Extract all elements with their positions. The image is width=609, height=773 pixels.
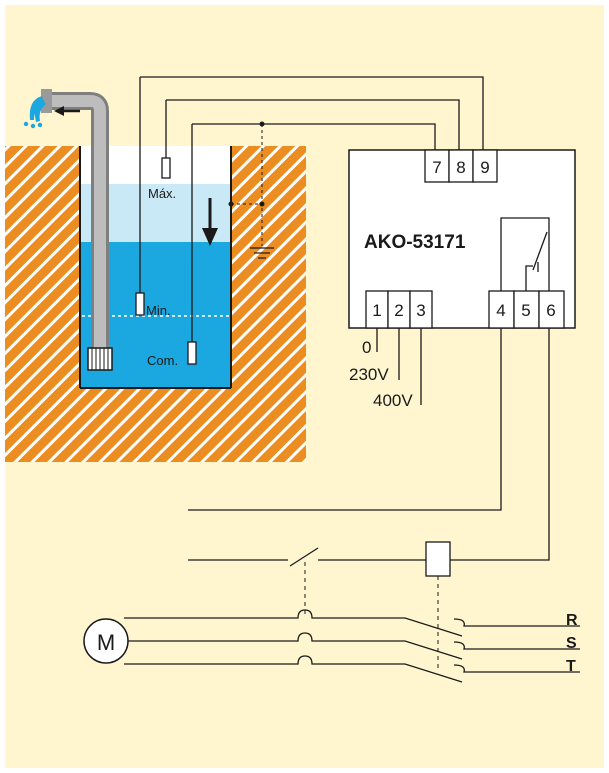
terminal-1: 1 — [372, 301, 381, 320]
phase-r: R — [566, 612, 578, 629]
terminal-5: 5 — [521, 301, 530, 320]
probe-com — [187, 124, 197, 365]
label-min: Min. — [146, 303, 171, 318]
terminal-7: 7 — [432, 158, 441, 177]
terminal-4: 4 — [496, 301, 505, 320]
discharge-pipe — [41, 89, 109, 354]
phase-t: T — [566, 658, 576, 675]
probe-min — [135, 77, 145, 316]
label-max: Máx. — [148, 186, 176, 201]
terminal-2: 2 — [394, 301, 403, 320]
label-400v: 400V — [373, 391, 413, 410]
mechanical-links — [304, 562, 439, 668]
terminal-3: 3 — [416, 301, 425, 320]
relay-contact-icon — [500, 217, 550, 291]
down-arrow-icon — [202, 198, 218, 246]
terminal-9: 9 — [480, 158, 489, 177]
motor-label: M — [97, 630, 115, 655]
sensor-cables — [140, 76, 484, 150]
ground-icon — [228, 121, 274, 259]
terminal-8: 8 — [456, 158, 465, 177]
supply-leads — [376, 328, 422, 405]
probe-max — [161, 100, 171, 179]
terminal-block-supply — [365, 290, 433, 329]
terminal-block-sensor — [424, 149, 498, 183]
terminal-block-relay — [488, 290, 565, 329]
water-outflow-icon — [23, 96, 46, 129]
submersible-pump-icon — [87, 347, 113, 371]
controller-model: AKO-53171 — [364, 232, 466, 253]
power-lines — [124, 609, 580, 683]
label-com: Com. — [147, 353, 178, 368]
terminal-6: 6 — [546, 301, 555, 320]
label-0v: 0 — [362, 338, 371, 357]
phase-s: S — [566, 635, 577, 652]
label-230v: 230V — [349, 365, 389, 384]
control-circuit — [188, 328, 550, 577]
flow-arrow-icon — [54, 106, 80, 116]
